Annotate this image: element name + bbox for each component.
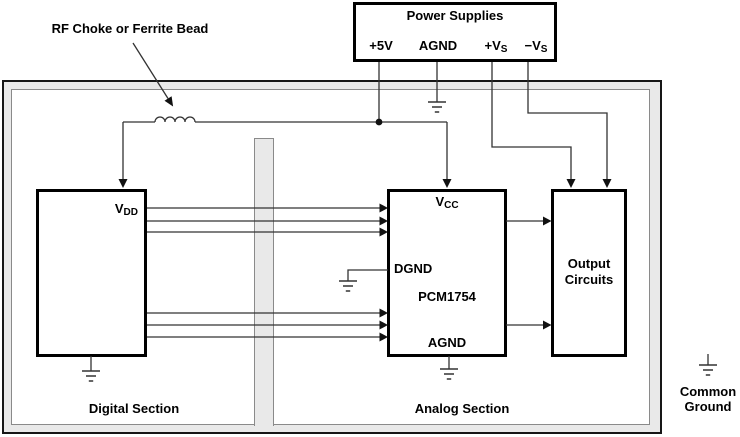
pin-vdd: VDD <box>114 201 138 219</box>
pin-plus-vs: +VS <box>484 38 508 56</box>
section-divider <box>254 138 274 426</box>
power-supplies-title: Power Supplies <box>406 8 504 23</box>
rf-choke-label: RF Choke or Ferrite Bead <box>51 21 209 36</box>
pcm1754-box: VCC DGND PCM1754 AGND <box>387 189 507 357</box>
chip-name: PCM1754 <box>418 289 476 304</box>
ground-icon <box>699 364 717 376</box>
pin-dgnd: DGND <box>394 261 433 276</box>
pin-plus5v: +5V <box>369 38 393 53</box>
pin-agnd: AGND <box>427 335 467 350</box>
digital-section-box: VDD <box>36 189 147 357</box>
power-supplies-box: Power Supplies +5V AGND +VS −VS <box>353 2 557 62</box>
pin-minus-vs: −VS <box>524 38 548 56</box>
digital-section-label: Digital Section <box>88 401 180 416</box>
output-circuits-label: Output Circuits <box>564 256 614 287</box>
output-circuits-box: Output Circuits <box>551 189 627 357</box>
pin-agnd: AGND <box>418 38 458 53</box>
pin-vcc: VCC <box>435 194 459 212</box>
analog-section-label: Analog Section <box>414 401 510 416</box>
common-ground-label: Common Ground <box>679 384 737 414</box>
